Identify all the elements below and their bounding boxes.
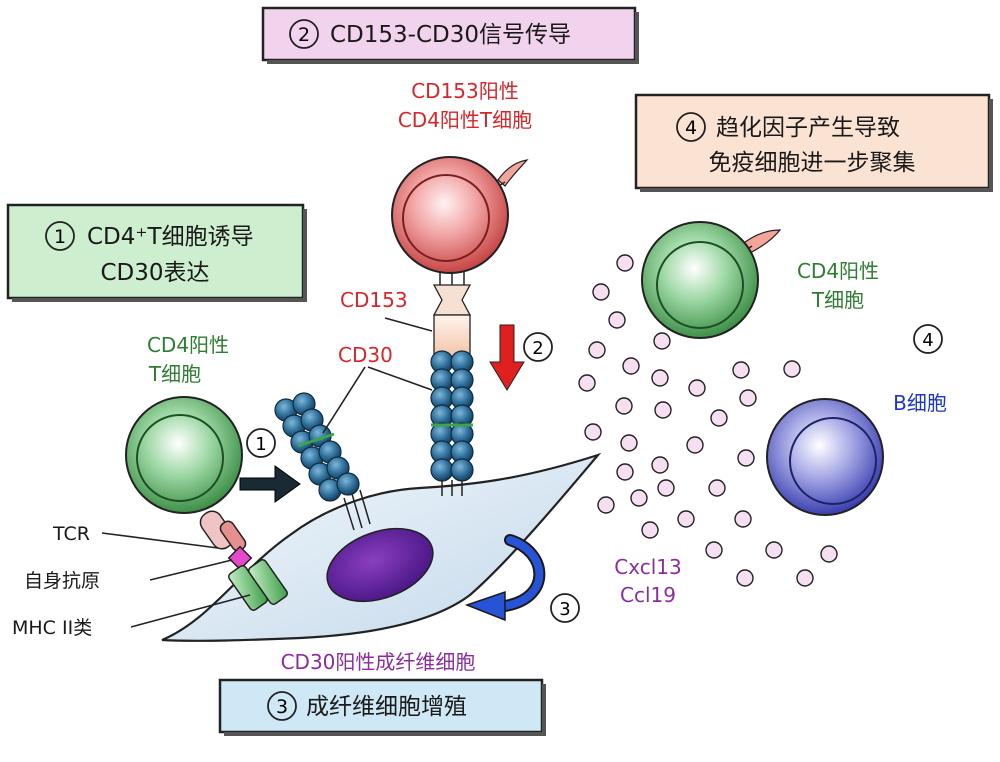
arrow-3: 3: [464, 534, 580, 623]
autoantigen-label: 自身抗原: [24, 570, 100, 592]
autoantigen-shape: [227, 545, 253, 571]
b-cell-label: B细胞: [893, 391, 947, 415]
box-4: 4 趋化因子产生导致 免疫细胞进一步聚集: [634, 93, 993, 192]
box-4-line2: 免疫细胞进一步聚集: [709, 150, 916, 176]
cd30-free-receptor: [274, 392, 371, 531]
box-2: 2 CD153-CD30信号传导: [261, 6, 639, 64]
step-number-circle: [289, 19, 319, 49]
box-1-line2: CD30表达: [100, 260, 209, 286]
box-3-number: 3: [276, 696, 288, 718]
fibroblast-nucleus: [326, 527, 434, 603]
fibroblast-label: CD30阳性成纤维细胞: [281, 650, 476, 674]
cd4-right-label-1: CD4阳性: [797, 259, 879, 283]
marker-4-number: 4: [922, 330, 933, 351]
arrow-2: 2: [489, 324, 553, 391]
marker-4: 4: [913, 324, 943, 354]
cd4-left-label-2: T细胞: [148, 362, 201, 386]
cd4-left-label-1: CD4阳性: [147, 333, 229, 357]
box-3: 3 成纤维细胞增殖: [218, 678, 546, 736]
leader-lines: [101, 317, 433, 628]
arrow-3-number: 3: [559, 599, 570, 620]
cd4-right-label-2: T细胞: [811, 288, 864, 312]
box-2-line1: CD153-CD30信号传导: [330, 22, 571, 48]
step-number-circle: [45, 221, 75, 251]
box-2-number: 2: [298, 24, 310, 46]
arrow-2-number: 2: [532, 338, 543, 359]
box-3-line1: 成纤维细胞增殖: [306, 694, 467, 720]
cd153-t-cell-label-1: CD153阳性: [411, 79, 519, 103]
step-number-circle: [676, 112, 706, 142]
cd30-label: CD30: [338, 343, 393, 367]
chemokine-dots: [578, 254, 838, 587]
box-1: 1 CD4⁺T细胞诱导 CD30表达: [6, 203, 307, 302]
cd4-t-cell-right: [641, 221, 782, 339]
cd153-label: CD153: [340, 288, 408, 312]
box-1-number: 1: [54, 226, 66, 248]
cd153-positive-t-cell: [391, 156, 529, 274]
chemokine-label-1: Cxcl13: [614, 555, 681, 579]
box-4-number: 4: [685, 117, 697, 139]
cd30-bound-receptor: [430, 350, 474, 496]
tcr-complex: [199, 510, 288, 611]
mhc-label: MHC II类: [12, 617, 92, 639]
cd153-t-cell-label-2: CD4阳性T细胞: [398, 108, 532, 132]
box-1-line1: CD4⁺T细胞诱导: [87, 224, 254, 250]
chemokine-label-2: Ccl19: [620, 583, 676, 607]
cd153-ligand: [432, 272, 472, 358]
box-4-line1: 趋化因子产生导致: [716, 115, 900, 141]
b-cell: [766, 398, 884, 516]
arrow-1-number: 1: [255, 434, 266, 455]
cd4-t-cell-left: [125, 396, 243, 514]
tcr-label: TCR: [52, 523, 90, 545]
arrow-1: 1: [239, 428, 301, 503]
step-number-circle: [267, 691, 297, 721]
